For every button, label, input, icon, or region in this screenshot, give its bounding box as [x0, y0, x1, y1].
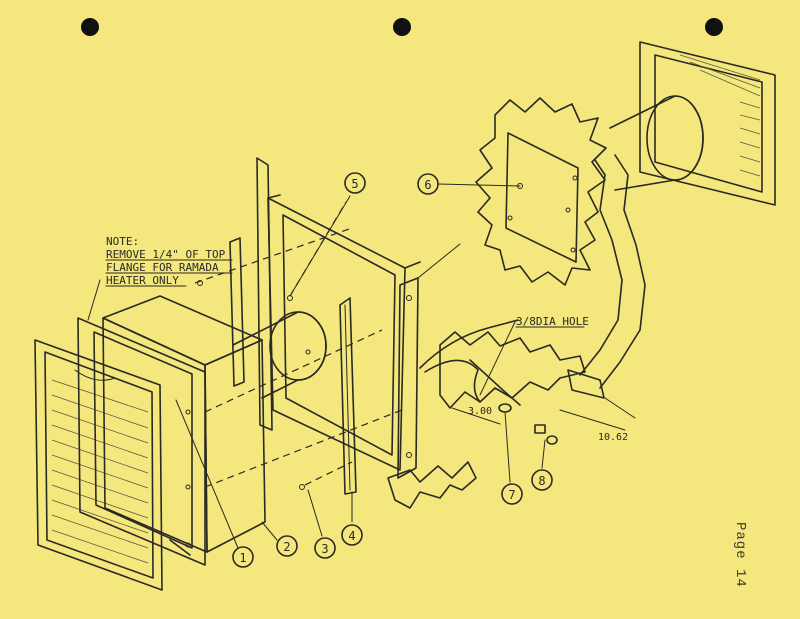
- hole-label: 3/8DIA HOLE: [516, 315, 589, 328]
- heater-box: [102, 295, 266, 553]
- callout-label: 4: [348, 529, 355, 543]
- binder-hole: [81, 18, 99, 36]
- binder-hole: [393, 18, 411, 36]
- wall-cutaway-lower: [387, 331, 586, 509]
- small-fittings: [498, 403, 558, 445]
- front-grille: [34, 339, 163, 591]
- callout-label: 3: [321, 542, 328, 556]
- note-line: NOTE:: [106, 235, 139, 248]
- binder-hole: [705, 18, 723, 36]
- wire-harness: [419, 319, 521, 406]
- note-line: HEATER ONLY: [106, 274, 179, 287]
- exterior-vent: [609, 41, 776, 206]
- callout-label: 2: [283, 540, 290, 554]
- mounting-strip: [339, 297, 357, 495]
- callout-2: 2: [276, 535, 298, 557]
- gasket-frame: [77, 317, 206, 566]
- wall-frame: [256, 157, 461, 479]
- callout-7: 7: [501, 483, 523, 505]
- callout-4: 4: [341, 524, 363, 546]
- note-line: FLANGE FOR RAMADA: [106, 261, 219, 274]
- mounting-strip-left: [229, 237, 245, 387]
- note-text: NOTE: REMOVE 1/4" OF TOP FLANGE FOR RAMA…: [105, 235, 233, 287]
- note-line: REMOVE 1/4" OF TOP: [106, 248, 226, 261]
- flex-duct: [567, 154, 646, 399]
- callout-label: 7: [508, 488, 515, 502]
- callout-1: 1: [232, 546, 254, 568]
- callout-label: 5: [351, 177, 358, 191]
- callout-5: 5: [344, 172, 366, 194]
- wall-cutaway-upper: [475, 97, 607, 286]
- dimension-short: 3.00: [468, 406, 492, 417]
- callout-6: 6: [417, 173, 439, 195]
- callout-label: 1: [239, 551, 246, 565]
- sleeve-duct: [232, 311, 327, 399]
- callout-leaders: [87, 183, 546, 549]
- page-number: Page 14: [732, 522, 748, 588]
- callout-label: 8: [538, 474, 545, 488]
- dimension-long: 10.62: [598, 432, 628, 443]
- callout-8: 8: [531, 469, 553, 491]
- callout-label: 6: [424, 178, 431, 192]
- dimension-lines: [451, 397, 636, 431]
- callout-3: 3: [314, 537, 336, 559]
